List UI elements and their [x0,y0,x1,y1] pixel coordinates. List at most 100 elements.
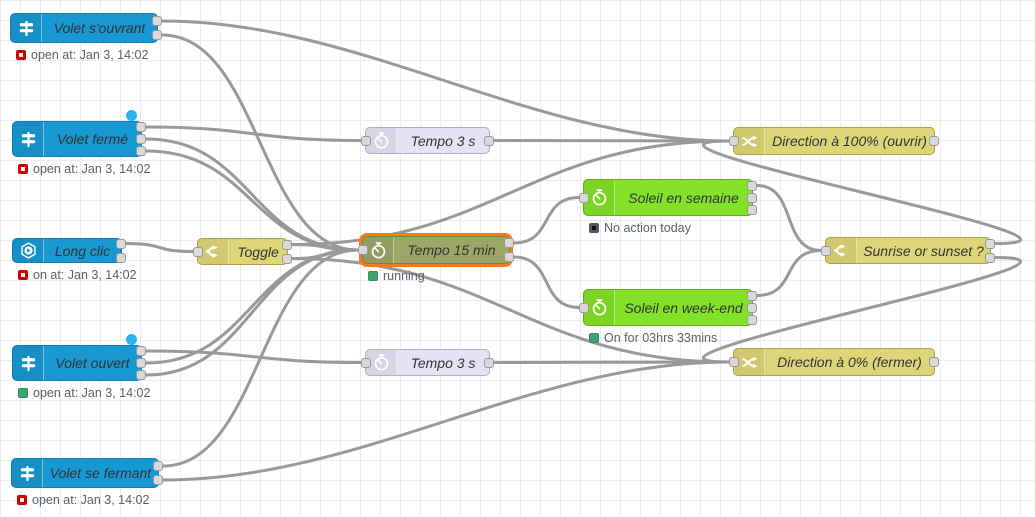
node-status: No action today [589,221,691,235]
wire-sunrise-sunset-to-dir-100[interactable] [702,139,1022,245]
output-port-3[interactable] [747,314,757,325]
status-dot-icon [18,388,28,398]
input-port[interactable] [579,302,589,313]
node-soleil-weekend[interactable]: Soleil en week-end [579,289,757,326]
input-port[interactable] [361,135,371,146]
wire-sunrise-sunset-to-dir-0[interactable] [702,256,1022,364]
output-port-1[interactable] [929,136,939,146]
node-volet-se-fermant[interactable]: Volet se fermant [11,458,163,488]
timer-icon [366,128,397,153]
signpost-icon [12,459,43,487]
input-port[interactable] [193,246,203,257]
node-tempo-15min[interactable]: Tempo 15 min [358,236,514,264]
output-port-1[interactable] [153,461,163,471]
status-text: No action today [604,221,691,235]
output-port-1[interactable] [136,346,146,356]
output-port-1[interactable] [136,122,146,132]
node-soleil-semaine[interactable]: Soleil en semaine [579,179,757,216]
input-port[interactable] [821,245,831,256]
wire-soleil-weekend-to-sunrise-sunset[interactable] [756,249,822,297]
output-port-1[interactable] [747,290,757,301]
output-port-2[interactable] [747,302,757,313]
wire-volet-ouvert-to-tempo-15min[interactable] [145,248,359,365]
wire-volet-ferme-to-tempo-3s-haut[interactable] [145,125,362,142]
output-port-1[interactable] [152,16,162,26]
wire-tempo-3s-haut-to-dir-100[interactable] [493,139,730,143]
node-volet-ferme[interactable]: Volet fermé [12,110,146,157]
wire-tempo-15min-to-soleil-semaine[interactable] [513,196,580,245]
node-label: Sunrise or sunset ? [863,242,984,259]
node-volet-souvrant[interactable]: Volet s'ouvrant [10,13,162,43]
status-text: On for 03hrs 33mins [604,331,718,345]
output-port-1[interactable] [282,239,292,250]
node-label: Tempo 3 s [410,354,476,371]
node-status: On for 03hrs 33mins [589,331,717,345]
input-port[interactable] [729,357,739,367]
output-port-1[interactable] [504,238,514,248]
output-port-2[interactable] [282,253,292,264]
node-label: Volet se fermant [49,465,152,481]
status-text: open at: Jan 3, 14:02 [32,493,150,507]
node-tempo-3s-haut[interactable]: Tempo 3 s [361,127,494,154]
input-port[interactable] [358,245,368,255]
status-dot-icon [368,271,378,281]
output-port-1[interactable] [484,135,494,146]
output-port-1[interactable] [116,238,126,249]
output-port-2[interactable] [136,134,146,144]
output-port-1[interactable] [747,180,757,191]
node-long-clic[interactable]: Long clic [12,238,126,263]
wire-volet-se-fermant-to-tempo-15min[interactable] [162,248,359,468]
node-tempo-3s-bas[interactable]: Tempo 3 s [361,349,494,376]
output-port-3[interactable] [136,370,146,380]
status-ring-icon [18,270,28,280]
wire-tempo-15min-to-soleil-weekend[interactable] [513,255,580,309]
node-dir-100[interactable]: Direction à 100% (ouvrir) [729,127,939,155]
output-port-2[interactable] [504,252,514,262]
wire-volet-souvrant-to-dir-100[interactable] [161,19,730,143]
shuffle-icon [734,128,765,154]
wire-tempo-3s-bas-to-dir-0[interactable] [493,360,730,364]
output-port-1[interactable] [985,238,995,249]
output-port-2[interactable] [116,252,126,263]
status-text: open at: Jan 3, 14:02 [33,386,151,400]
signpost-icon [13,122,44,156]
wire-volet-souvrant-to-tempo-15min[interactable] [161,33,359,252]
changed-badge [126,110,137,121]
output-port-3[interactable] [747,204,757,215]
wire-volet-se-fermant-to-dir-0[interactable] [162,360,730,482]
wire-soleil-semaine-to-sunrise-sunset[interactable] [756,184,822,252]
input-port[interactable] [361,357,371,368]
output-port-2[interactable] [153,475,163,485]
node-sunrise-sunset[interactable]: Sunrise or sunset ? [821,237,995,264]
node-dir-0[interactable]: Direction à 0% (fermer) [729,348,939,376]
output-port-2[interactable] [747,192,757,203]
output-port-2[interactable] [136,358,146,368]
output-port-2[interactable] [985,252,995,263]
output-port-2[interactable] [152,30,162,40]
status-text: running [383,269,425,283]
wire-long-clic-to-toggle[interactable] [125,242,194,253]
output-port-3[interactable] [136,146,146,156]
node-status: open at: Jan 3, 14:02 [18,162,150,176]
node-label: Volet ouvert [55,355,130,371]
output-port-1[interactable] [929,357,939,367]
wire-volet-ouvert-to-tempo-3s-bas[interactable] [145,349,362,364]
node-volet-ouvert[interactable]: Volet ouvert [12,334,146,381]
status-text: open at: Jan 3, 14:02 [33,162,151,176]
wire-volet-ferme-to-tempo-15min[interactable] [145,149,359,252]
node-label: Direction à 100% (ouvrir) [772,133,927,149]
node-status: open at: Jan 3, 14:02 [18,386,150,400]
node-status: running [368,269,425,283]
status-ring-icon [589,223,599,233]
switch-icon [826,238,857,263]
wire-volet-ouvert-to-tempo-15min[interactable] [145,248,359,377]
node-label: Toggle [237,243,279,260]
input-port[interactable] [579,192,589,203]
input-port[interactable] [729,136,739,146]
node-label: Soleil en week-end [624,299,743,316]
switch-icon [198,239,229,264]
node-toggle[interactable]: Toggle [193,238,292,265]
node-status: open at: Jan 3, 14:02 [16,48,148,62]
output-port-1[interactable] [484,357,494,368]
